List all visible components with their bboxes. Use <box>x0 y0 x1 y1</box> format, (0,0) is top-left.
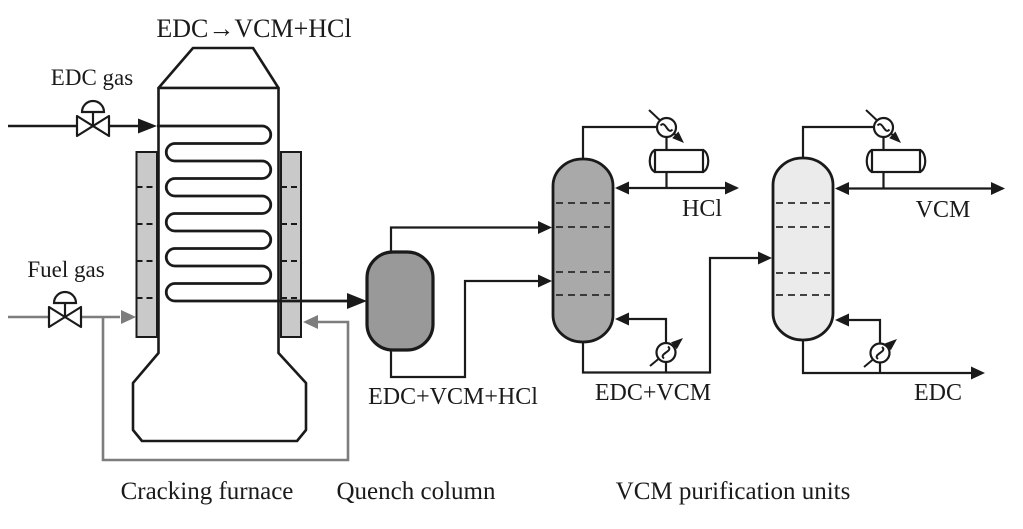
edc-feed-arrow <box>138 118 157 134</box>
fuel-right-wall-arrow <box>303 315 318 329</box>
fuel-gas-label: Fuel gas <box>27 257 104 282</box>
reboiler1-coil-wave <box>661 345 671 360</box>
edc-valve-icon <box>75 114 111 138</box>
column2-vessel <box>771 156 835 342</box>
furnace-body <box>131 86 308 443</box>
furnace-right-burner-wall <box>280 151 302 338</box>
quench-transfer-lines <box>389 226 540 379</box>
reboiler2-duty-arrow <box>885 339 897 351</box>
edc-stream-label: EDC <box>914 380 962 406</box>
reflux-drum2-caps <box>865 148 927 174</box>
column2-reflux-arrow <box>835 182 849 195</box>
quench-effluent-label: EDC+VCM+HCl <box>368 384 538 410</box>
hcl-product-arrow <box>725 181 739 195</box>
reboiler1-return-arrow <box>615 312 629 326</box>
furnace-left-wall-dividers <box>136 186 157 299</box>
quench-bottoms-arrow <box>538 274 552 288</box>
fuel-valve-icon <box>47 305 83 329</box>
condenser2-coil-wave <box>876 123 891 132</box>
hcl-column-unit <box>551 109 772 374</box>
hcl-stream-label: HCl <box>682 196 722 222</box>
condenser1-coil-wave <box>659 123 674 132</box>
column1-vessel <box>551 157 615 344</box>
reflux-drum1-caps <box>648 148 710 174</box>
fuel-branch-line <box>101 317 350 462</box>
vcm-stream-label: VCM <box>916 197 971 223</box>
quench-vessel <box>365 250 435 352</box>
column1-reflux-arrow <box>615 181 629 195</box>
caption-cracking-furnace: Cracking furnace <box>121 478 294 505</box>
fuel-left-wall-arrow <box>121 310 136 324</box>
furnace-right-wall-dividers <box>281 186 301 299</box>
cracking-furnace <box>131 46 367 443</box>
column2-feed-arrow <box>758 251 772 265</box>
furnace-outlet-arrow <box>347 293 367 309</box>
caption-vcm-purification: VCM purification units <box>616 478 851 505</box>
column1-bottoms-label: EDC+VCM <box>595 380 711 406</box>
edc-gas-feed <box>8 99 157 138</box>
fuel-gas-valve <box>47 290 83 329</box>
column2-piping <box>801 125 1003 375</box>
reaction-title: EDC→VCM+HCl <box>156 14 351 43</box>
column1-piping <box>581 125 760 374</box>
condenser1-duty-arrow <box>672 131 684 143</box>
reflux-drum1 <box>653 148 705 174</box>
fuel-valve-actuator-icon <box>52 290 78 305</box>
caption-quench-column: Quench column <box>337 478 496 505</box>
edc-gas-label: EDC gas <box>51 65 133 90</box>
reflux-drum2 <box>870 148 922 174</box>
diagram-labels: EDC→VCM+HCl EDC gas Fuel gas EDC+VCM+HCl… <box>27 14 970 505</box>
furnace-coil <box>157 124 348 303</box>
column1-trays <box>556 202 610 296</box>
reboiler1-duty-arrow <box>671 338 683 350</box>
vcm-column-unit <box>771 109 1005 380</box>
quench-column <box>365 221 552 379</box>
quench-overhead-arrow <box>538 221 552 234</box>
furnace-left-burner-wall <box>135 151 158 338</box>
furnace-stack-top <box>157 46 280 90</box>
column2-trays <box>776 202 830 296</box>
edc-product-arrow <box>971 366 985 380</box>
fuel-gas-arrows <box>121 310 318 329</box>
reboiler2-coil-wave <box>875 346 885 360</box>
reboiler2-return-arrow <box>835 313 849 327</box>
edc-valve-actuator-icon <box>80 99 106 114</box>
condenser2-duty-arrow <box>889 131 901 143</box>
vcm-product-arrow <box>991 182 1005 195</box>
